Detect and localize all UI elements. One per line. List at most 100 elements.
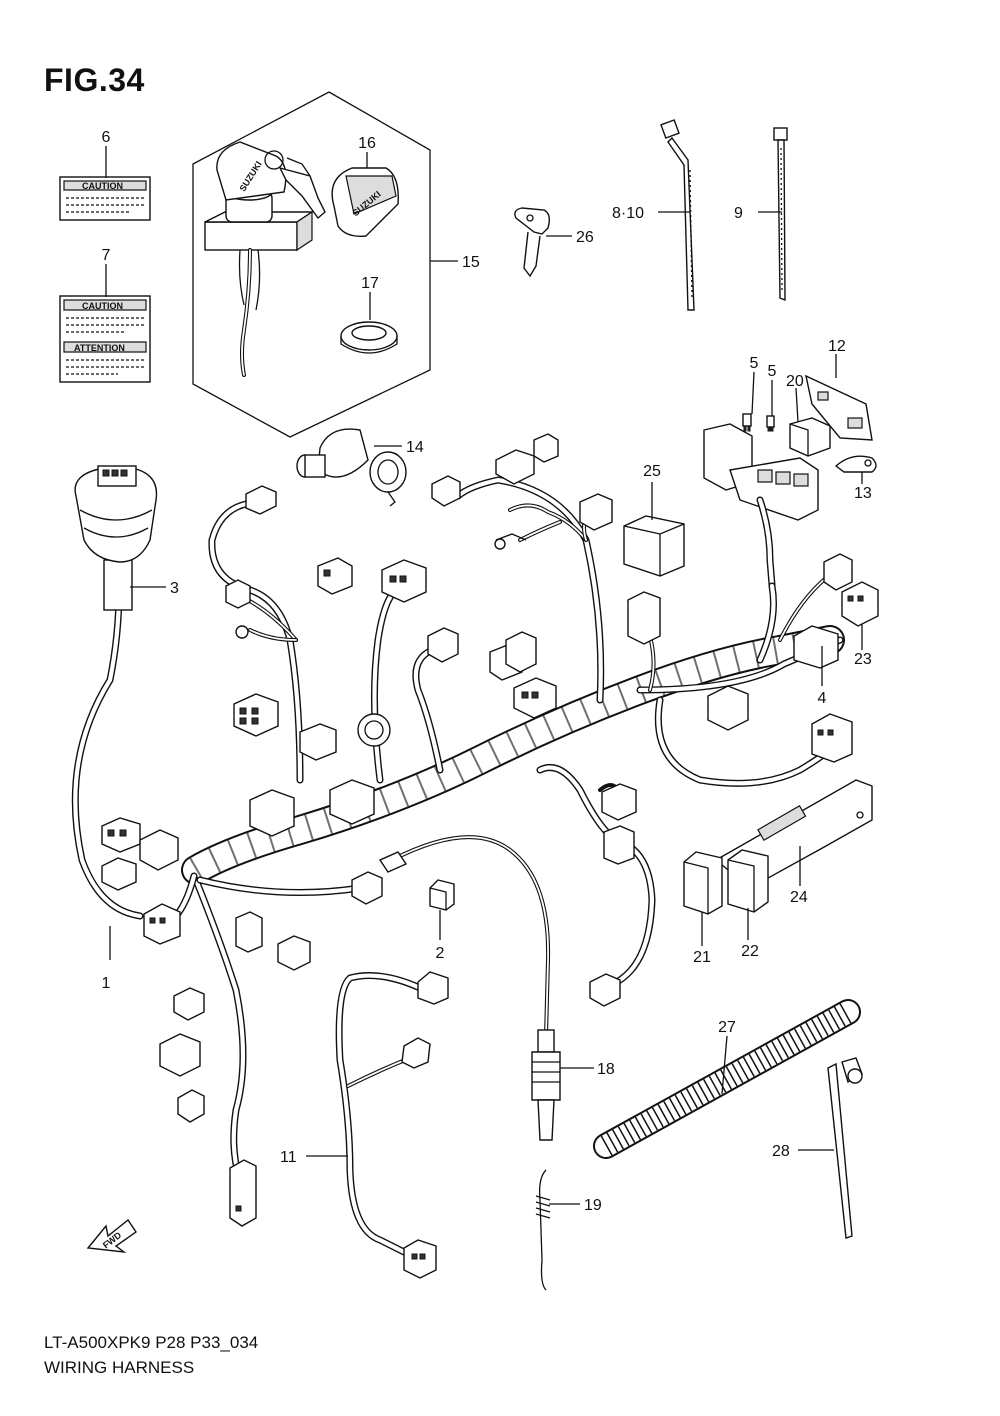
clamp-13 bbox=[834, 455, 877, 473]
connector-cover-21 bbox=[683, 851, 723, 915]
connector-j bbox=[299, 723, 337, 761]
callout-8-10: 8·10 bbox=[612, 205, 644, 222]
callout-23: 23 bbox=[854, 651, 872, 668]
connector-e bbox=[427, 627, 459, 663]
relay-25 bbox=[623, 515, 685, 577]
connector-ee bbox=[841, 581, 879, 627]
relay-20 bbox=[789, 417, 831, 457]
diagram-caption: WIRING HARNESS bbox=[44, 1358, 195, 1377]
caution-label-7-heading: CAUTION bbox=[82, 301, 123, 311]
ignition-switch: SUZUKI bbox=[204, 141, 315, 377]
connector-ii bbox=[601, 783, 637, 821]
connector-cap-2 bbox=[429, 879, 455, 911]
connector-u bbox=[173, 987, 205, 1021]
sub-harness-11 bbox=[335, 971, 449, 1279]
callout-4: 4 bbox=[818, 690, 827, 707]
connector-ll bbox=[177, 1089, 205, 1123]
blank-key bbox=[514, 207, 551, 278]
cable-tie-28 bbox=[827, 1057, 863, 1239]
callout-25: 25 bbox=[643, 463, 661, 480]
connector-jj bbox=[603, 825, 635, 865]
callout-13: 13 bbox=[854, 485, 872, 502]
connector-k bbox=[357, 713, 391, 747]
callout-27: 27 bbox=[718, 1019, 736, 1036]
cable-tie-8-10 bbox=[660, 119, 695, 311]
callout-12: 12 bbox=[828, 338, 846, 355]
connector-r bbox=[351, 871, 383, 905]
cable-tie-9 bbox=[773, 127, 788, 302]
callout-5a: 5 bbox=[750, 355, 759, 372]
connector-ff bbox=[793, 625, 839, 669]
callout-19: 19 bbox=[584, 1197, 602, 1214]
connector-q bbox=[143, 903, 181, 945]
connector-g bbox=[505, 631, 537, 673]
caution-label-7: CAUTION ATTENTION bbox=[59, 295, 151, 383]
connector-aa bbox=[579, 493, 613, 531]
connector-bb bbox=[627, 591, 661, 645]
main-harness-trunk bbox=[181, 625, 845, 885]
connector-n bbox=[101, 817, 141, 853]
connector-m bbox=[329, 779, 375, 825]
connector-z bbox=[533, 433, 559, 463]
ignition-switch-kit-box bbox=[192, 91, 431, 438]
ring-nut bbox=[340, 321, 398, 354]
callout-22: 22 bbox=[741, 943, 759, 960]
callout-5b: 5 bbox=[768, 363, 777, 380]
caution-label-6: CAUTION bbox=[59, 176, 151, 221]
callout-17: 17 bbox=[361, 275, 379, 292]
connector-o bbox=[139, 829, 179, 871]
fwd-arrow: FWD bbox=[86, 1218, 137, 1253]
callout-21: 21 bbox=[693, 949, 711, 966]
harness-connectors bbox=[101, 433, 879, 1227]
callout-numbers: 1 2 3 4 5 5 6 7 8·10 9 11 12 13 14 15 16… bbox=[102, 129, 872, 1214]
connector-dd bbox=[823, 553, 853, 591]
connector-cover-22 bbox=[727, 849, 769, 913]
connector-x bbox=[431, 475, 461, 507]
spring-19 bbox=[535, 1169, 551, 1291]
callout-26: 26 bbox=[576, 229, 594, 246]
callout-9: 9 bbox=[734, 205, 743, 222]
model-code: LT-A500XPK9 P28 P33_034 bbox=[44, 1333, 259, 1352]
callout-20: 20 bbox=[786, 373, 804, 390]
bracket-12 bbox=[805, 374, 873, 441]
connector-w bbox=[229, 1159, 257, 1227]
connector-cc bbox=[494, 533, 527, 550]
connector-b bbox=[225, 579, 251, 609]
connector-l bbox=[249, 789, 295, 837]
connector-hh bbox=[811, 713, 853, 763]
fuse-5a bbox=[742, 413, 752, 432]
connector-s bbox=[235, 911, 263, 953]
connector-h bbox=[513, 677, 557, 719]
accessory-socket bbox=[296, 428, 407, 507]
connector-kk bbox=[589, 973, 621, 1007]
connector-y bbox=[495, 449, 535, 485]
connector-c bbox=[317, 557, 353, 595]
callout-18: 18 bbox=[597, 1061, 615, 1078]
ignition-key-on-ring bbox=[264, 150, 326, 220]
callout-24: 24 bbox=[790, 889, 808, 906]
callout-14: 14 bbox=[406, 439, 424, 456]
corrugated-tube bbox=[593, 999, 861, 1159]
connector-v bbox=[159, 1033, 201, 1077]
lead-3 bbox=[71, 465, 158, 920]
connector-a bbox=[245, 485, 277, 515]
callout-6: 6 bbox=[102, 129, 111, 146]
leader-lines bbox=[105, 146, 863, 1205]
o2-sensor bbox=[378, 835, 561, 1141]
callout-11: 11 bbox=[280, 1149, 297, 1166]
callout-2: 2 bbox=[436, 945, 445, 962]
callout-16: 16 bbox=[358, 135, 376, 152]
connector-p bbox=[101, 857, 137, 891]
caution-label-6-heading: CAUTION bbox=[82, 181, 123, 191]
callout-15: 15 bbox=[462, 254, 480, 271]
connector-t bbox=[277, 935, 311, 971]
fuse-box bbox=[703, 423, 819, 589]
ring-terminal bbox=[235, 625, 249, 639]
fuse-5b bbox=[766, 415, 775, 432]
callout-1: 1 bbox=[102, 975, 111, 992]
caution-label-7-attention: ATTENTION bbox=[74, 343, 125, 353]
switch-cap: SUZUKI bbox=[331, 167, 399, 237]
callout-3: 3 bbox=[170, 580, 179, 597]
callout-7: 7 bbox=[102, 247, 111, 264]
